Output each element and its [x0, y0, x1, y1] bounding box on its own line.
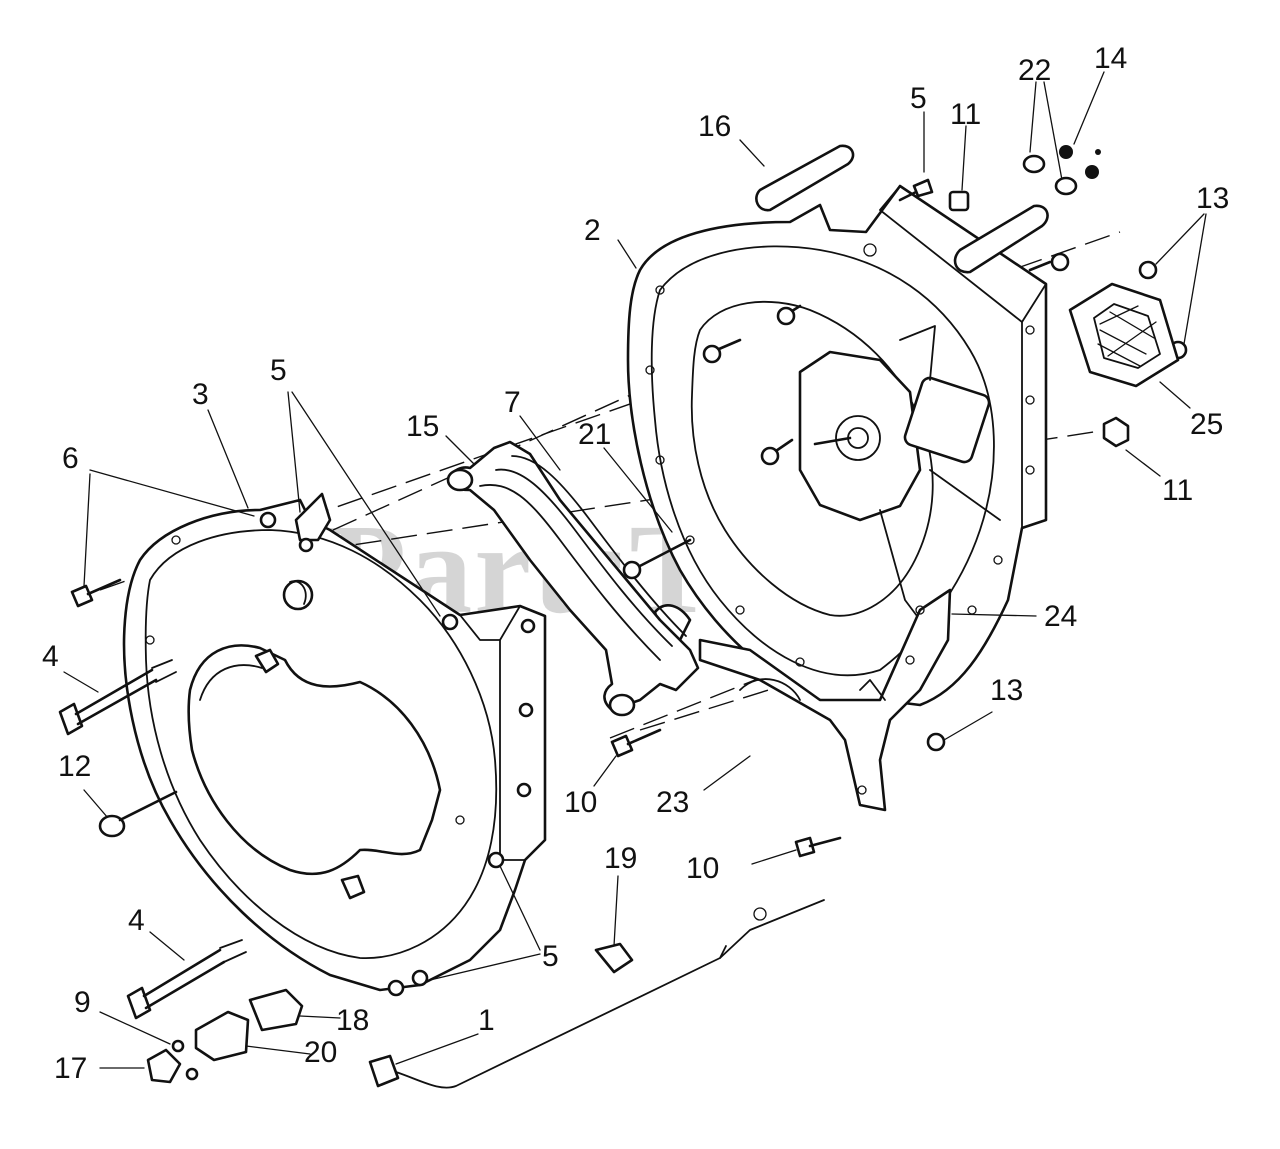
callout-10-lower: 10 [686, 852, 719, 885]
front-housing-bolt-holes [145, 511, 536, 997]
callout-10-upper: 10 [564, 786, 597, 819]
callout-18: 18 [336, 1004, 369, 1037]
air-guide-baffle [446, 440, 700, 717]
callout-11-right: 11 [1162, 474, 1193, 507]
callout-1: 1 [478, 1004, 495, 1037]
callout-12: 12 [58, 750, 91, 783]
callout-4-lower: 4 [128, 904, 145, 937]
callout-leader-lines [58, 71, 1207, 1089]
callout-13-top: 13 [1196, 182, 1229, 215]
callout-4-upper: 4 [42, 640, 59, 673]
callout-20: 20 [304, 1036, 337, 1069]
callout-23: 23 [656, 786, 689, 819]
callout-21: 21 [578, 418, 611, 451]
callout-25: 25 [1190, 408, 1223, 441]
callout-5-top: 5 [910, 82, 927, 115]
rear-housing-bolt-holes [645, 243, 1035, 667]
callout-2: 2 [584, 214, 601, 247]
callout-numbers: 1 2 3 4 4 5 5 5 6 7 9 10 10 11 11 12 13 … [42, 42, 1229, 1085]
front-blower-housing [122, 492, 547, 997]
callout-15: 15 [406, 410, 439, 443]
callout-24: 24 [1044, 600, 1077, 633]
callout-3: 3 [192, 378, 209, 411]
callout-17: 17 [54, 1052, 87, 1085]
callout-13-lower: 13 [990, 674, 1023, 707]
callout-22: 22 [1018, 54, 1051, 87]
callout-5-lower: 5 [542, 940, 559, 973]
callout-5-front: 5 [270, 354, 287, 387]
callout-6: 6 [62, 442, 79, 475]
callout-11-top: 11 [950, 98, 981, 131]
callout-7: 7 [504, 386, 521, 419]
callout-9: 9 [74, 986, 91, 1019]
callout-19: 19 [604, 842, 637, 875]
callout-14: 14 [1094, 42, 1127, 75]
callout-16: 16 [698, 110, 731, 143]
